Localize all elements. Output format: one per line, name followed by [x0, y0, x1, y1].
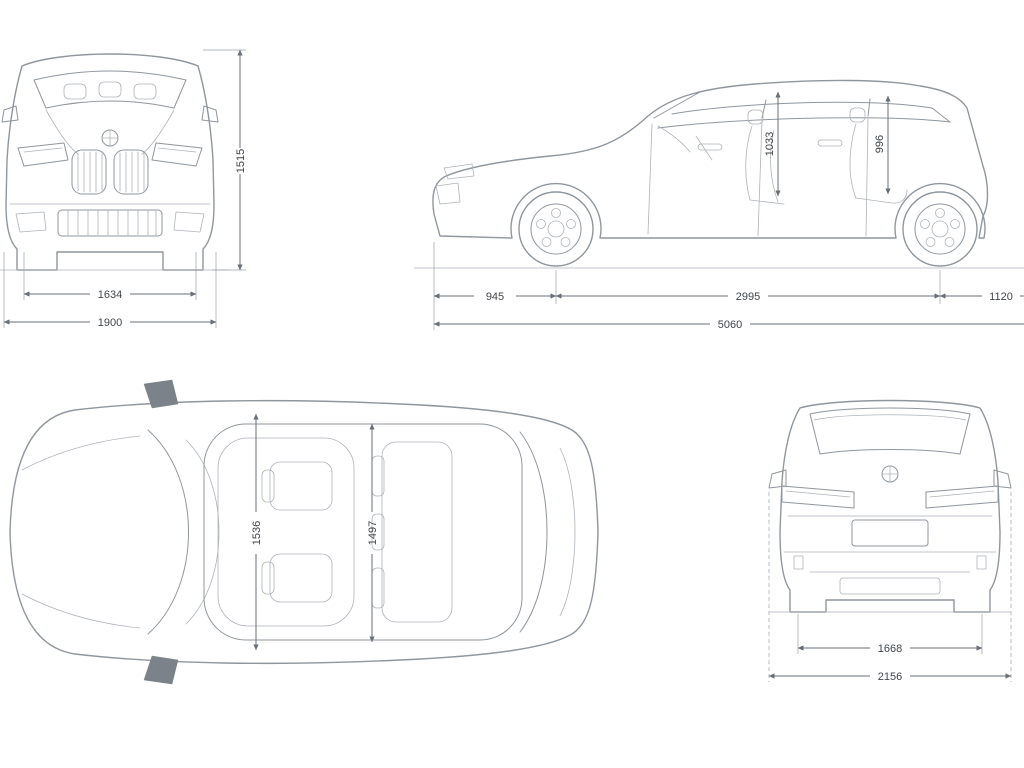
dim-rear-headroom: 996	[874, 135, 886, 153]
dim-front-track: 1634	[98, 289, 122, 301]
side-interior	[657, 107, 908, 205]
left-mirror	[143, 379, 179, 409]
front-door-handle	[697, 143, 723, 151]
left-mirror	[768, 469, 787, 489]
dim-rear-overhang: 1120	[989, 291, 1013, 303]
rear-door-handle	[817, 139, 843, 147]
right-mirror	[201, 105, 219, 123]
top-seats	[261, 441, 453, 623]
right-taillight	[925, 485, 999, 509]
dim-rear-interior-width: 1497	[367, 521, 379, 545]
left-taillight	[781, 485, 855, 509]
side-dimensions: 1033 996 945 2995 1120 50	[433, 91, 1024, 331]
dim-wheelbase: 2995	[736, 291, 760, 303]
dim-front-overhang: 945	[486, 291, 504, 303]
left-headlight	[17, 142, 69, 167]
front-dimensions: 1515 1634 1900	[3, 49, 247, 329]
front-view: 1515 1634 1900	[0, 0, 260, 345]
top-view: 1536 1497	[0, 378, 610, 690]
kidney-grille	[71, 149, 149, 195]
dim-overall-length: 5060	[718, 319, 742, 331]
right-mirror	[993, 469, 1012, 489]
rear-wheel	[902, 191, 978, 267]
rear-dimensions: 1668 2156	[768, 492, 1012, 683]
dim-overall-width: 2156	[878, 671, 902, 683]
front-headrests	[63, 81, 157, 100]
side-car-outline	[413, 79, 1024, 269]
left-mirror	[1, 105, 19, 123]
front-wheel	[518, 191, 594, 267]
front-car-outline	[0, 53, 229, 271]
side-view: 1033 996 945 2995 1120 50	[400, 18, 1024, 348]
lower-grille	[57, 209, 163, 237]
bmw-roundel-icon	[881, 465, 899, 483]
dim-rear-track: 1668	[878, 643, 902, 655]
dim-front-interior-width: 1536	[251, 521, 263, 545]
right-mirror	[143, 655, 179, 685]
license-plate-recess	[851, 519, 929, 547]
top-car-outline	[9, 379, 599, 685]
right-headlight	[151, 142, 203, 167]
top-dimensions: 1536 1497	[251, 413, 379, 651]
dim-front-width: 1900	[98, 317, 122, 329]
dim-front-headroom: 1033	[764, 132, 776, 156]
rear-car-outline	[768, 399, 1012, 613]
dim-front-height: 1515	[235, 149, 247, 173]
rear-view: 1668 2156	[714, 382, 1024, 698]
bmw-roundel-icon	[101, 129, 119, 147]
